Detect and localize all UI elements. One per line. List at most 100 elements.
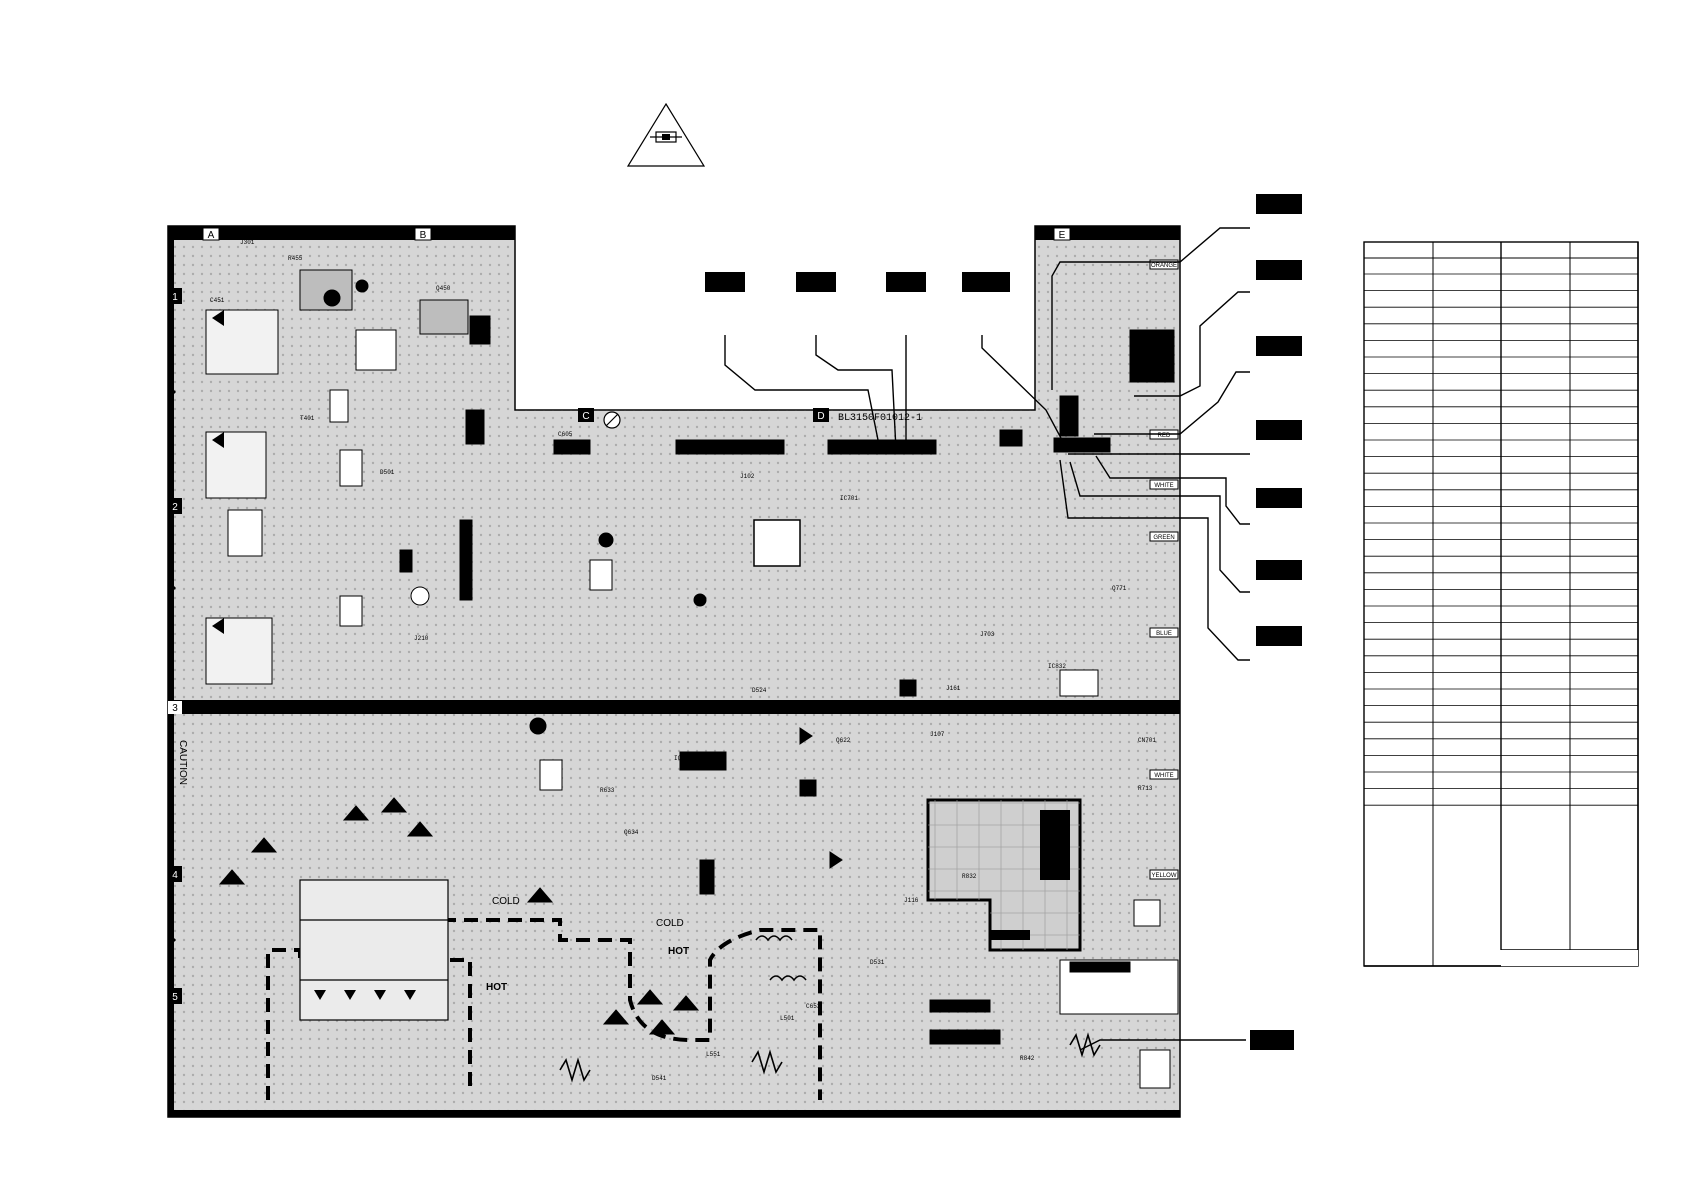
ref-label: J161 bbox=[946, 685, 961, 692]
section-marker-b-label: B bbox=[420, 230, 427, 241]
row-marker-4-label: 4 bbox=[172, 870, 178, 881]
bottom-callout bbox=[1079, 1030, 1294, 1051]
callout-box bbox=[1256, 336, 1302, 356]
ref-label: C605 bbox=[558, 431, 573, 438]
callout-box bbox=[962, 272, 1010, 292]
top-callouts bbox=[705, 272, 1063, 451]
callout-box bbox=[705, 272, 745, 292]
connector-red-label: RED bbox=[1158, 433, 1171, 439]
ref-label: Q634 bbox=[624, 829, 639, 836]
row-marker-1: 1 bbox=[168, 288, 182, 304]
callout-box bbox=[886, 272, 926, 292]
callout-box bbox=[1256, 420, 1302, 440]
section-marker-a-label: A bbox=[208, 230, 215, 241]
ref-label: Q450 bbox=[436, 285, 451, 292]
ref-label: J102 bbox=[740, 473, 755, 480]
row-marker-5: 5 bbox=[168, 988, 182, 1004]
connector-blue: BLUE bbox=[1149, 627, 1179, 638]
connector-green: GREEN bbox=[1149, 531, 1179, 542]
component-cluster-middle bbox=[529, 439, 937, 895]
ref-label: L551 bbox=[706, 1051, 721, 1058]
fuse-symbol-icon bbox=[650, 131, 682, 143]
ref-label: R842 bbox=[1020, 1055, 1035, 1062]
callout-box bbox=[1256, 194, 1302, 214]
ref-label: R832 bbox=[962, 873, 977, 880]
hot-zone bbox=[299, 879, 449, 1021]
down-arrows bbox=[314, 990, 416, 1000]
callout-box bbox=[1256, 488, 1302, 508]
section-marker-c: C bbox=[578, 408, 594, 422]
connector-white-2-label: WHITE bbox=[1154, 773, 1173, 779]
section-marker-a: A bbox=[202, 227, 220, 241]
caution-label: CAUTION bbox=[177, 740, 188, 785]
ref-label: D501 bbox=[380, 469, 395, 476]
ref-label: R455 bbox=[288, 255, 303, 262]
reference-table bbox=[1363, 241, 1639, 967]
arrow-markers-a bbox=[168, 310, 224, 948]
connector-orange-label: ORANGE bbox=[1151, 263, 1177, 269]
row-marker-3-label: 3 bbox=[172, 703, 178, 714]
ref-label: IC701 bbox=[840, 495, 858, 502]
callout-box bbox=[1256, 626, 1302, 646]
ic-region bbox=[926, 798, 1082, 952]
ref-label: D541 bbox=[652, 1075, 667, 1082]
ref-label: R713 bbox=[1138, 785, 1153, 792]
row-marker-5-label: 5 bbox=[172, 992, 178, 1003]
row-marker-2: 2 bbox=[168, 498, 182, 514]
ref-label: C451 bbox=[210, 297, 225, 304]
callout-box bbox=[1250, 1030, 1294, 1050]
pcb-code-label: BL3150F01012-1 bbox=[838, 413, 922, 424]
row-marker-2-label: 2 bbox=[172, 502, 178, 513]
ref-label: IC801 bbox=[674, 755, 692, 762]
isolation-boundary bbox=[266, 918, 822, 1100]
component-cluster-a bbox=[205, 269, 491, 685]
callout-box bbox=[796, 272, 836, 292]
connector-yellow: YELLOW bbox=[1149, 869, 1179, 880]
connector-blue-label: BLUE bbox=[1156, 631, 1172, 637]
connector-white-2: WHITE bbox=[1149, 769, 1179, 780]
section-marker-c-label: C bbox=[582, 411, 589, 422]
ref-label: T401 bbox=[300, 415, 315, 422]
row-marker-3: 3 bbox=[168, 701, 182, 714]
ref-label: D524 bbox=[752, 687, 767, 694]
no-lead-icon bbox=[603, 411, 621, 429]
section-marker-d-label: D bbox=[817, 411, 824, 422]
inductor-coils bbox=[559, 935, 1101, 1083]
ref-label: J703 bbox=[980, 631, 995, 638]
ref-label: C653 bbox=[806, 1003, 821, 1010]
row-marker-1-label: 1 bbox=[172, 292, 178, 303]
ref-label: R633 bbox=[600, 787, 615, 794]
section-marker-e: E bbox=[1053, 227, 1071, 241]
component-cluster-e bbox=[929, 329, 1179, 1089]
callout-box bbox=[1256, 560, 1302, 580]
ref-label: Q622 bbox=[836, 737, 851, 744]
section-marker-e-label: E bbox=[1059, 230, 1066, 241]
ref-label: J107 bbox=[930, 731, 945, 738]
ref-label: CN701 bbox=[1138, 737, 1156, 744]
ref-label: IC832 bbox=[1048, 663, 1066, 670]
section-marker-d: D bbox=[813, 408, 829, 422]
hot-label-2: HOT bbox=[668, 946, 689, 957]
ref-label: J301 bbox=[240, 239, 255, 246]
bridge-diodes bbox=[218, 727, 843, 1035]
cold-label-2: COLD bbox=[656, 918, 684, 929]
connector-white-1-label: WHITE bbox=[1154, 483, 1173, 489]
hot-label-1: HOT bbox=[486, 982, 507, 993]
reference-designators: J301 R455 C451 Q450 T401 D501 J210 IC801… bbox=[210, 239, 1156, 1082]
cold-label-1: COLD bbox=[492, 896, 520, 907]
ref-label: J116 bbox=[904, 897, 919, 904]
connector-green-label: GREEN bbox=[1153, 535, 1174, 541]
ref-label: Q771 bbox=[1112, 585, 1127, 592]
connector-yellow-label: YELLOW bbox=[1151, 873, 1176, 879]
connector-orange: ORANGE bbox=[1149, 259, 1179, 270]
section-marker-b: B bbox=[414, 227, 432, 241]
callout-box bbox=[1256, 260, 1302, 280]
ref-label: D531 bbox=[870, 959, 885, 966]
ref-label: L501 bbox=[780, 1015, 795, 1022]
ref-label: J210 bbox=[414, 635, 429, 642]
row-marker-4: 4 bbox=[168, 866, 182, 882]
warning-triangle-icon bbox=[626, 102, 706, 167]
right-callouts bbox=[1051, 194, 1302, 661]
connector-white-1: WHITE bbox=[1149, 479, 1179, 490]
